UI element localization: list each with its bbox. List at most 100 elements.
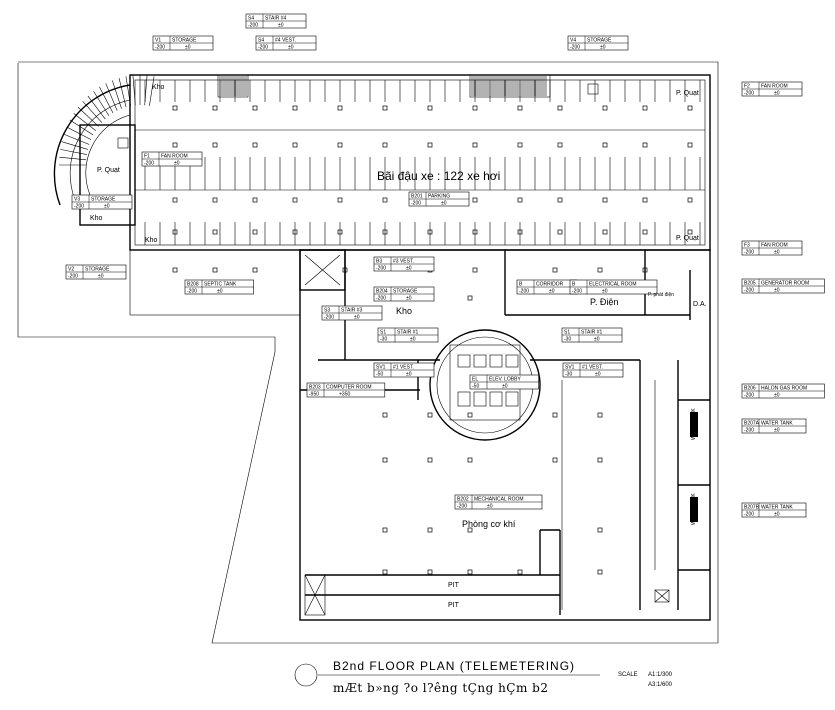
storage-label-left: Kho (90, 215, 103, 222)
tag-level-2: ±0 (217, 289, 223, 295)
tag-code: B (572, 282, 576, 288)
drawing-title: B2nd FLOOR PLAN (TELEMETERING) (333, 659, 575, 673)
tag-level-1: -200 (258, 45, 268, 51)
title-circle (294, 663, 318, 687)
tag-code: S4 (258, 38, 264, 44)
tag-level-1: -200 (144, 161, 154, 167)
tag-level-2: ±0 (406, 296, 412, 302)
tag-level-2: ±0 (774, 512, 780, 518)
tag-name: #3 VEST. (393, 259, 414, 265)
tag-code: B (519, 282, 523, 288)
tag-name: FAN ROOM (161, 154, 188, 160)
tag-level-1: -50 (472, 384, 479, 390)
tag-level-2: ±0 (354, 315, 360, 321)
fan-room-label-right-top: P. Quạt (676, 90, 699, 97)
tag-code: B207B (744, 505, 760, 511)
tag-name: WATER TANK (761, 421, 793, 427)
equipment-box (654, 589, 670, 603)
tag-name: CORRIDOR (536, 282, 564, 288)
tag-name: STORAGE (393, 289, 418, 295)
tag-level-2: ±0 (774, 288, 780, 294)
pit-hatch (304, 574, 326, 616)
tag-level-1: -30 (564, 337, 571, 343)
tag-level-1: -200 (744, 393, 754, 399)
tag-name: STAIR #4 (265, 16, 287, 22)
tag-name: STAIR #3 (341, 308, 363, 314)
tag-level-1: -200 (155, 45, 165, 51)
interior-walls (300, 250, 710, 615)
tag-name: PARKING (428, 194, 450, 200)
parking-capacity-label: Bãi đậu xe : 122 xe hơi (377, 169, 500, 183)
storage-label-top: Kho (152, 84, 165, 91)
tag-level-1: -200 (376, 266, 386, 272)
tag-level-1: -200 (187, 289, 197, 295)
room-tag: F1 FAN ROOM -200 ±0 (141, 151, 203, 167)
structural-columns (172, 105, 693, 575)
tag-name: MECHANICAL ROOM (474, 497, 524, 503)
left-wing-wall (79, 124, 136, 226)
tag-level-2: ±0 (502, 384, 508, 390)
room-tag: B3#3 VEST.-200±0 (373, 256, 435, 272)
tag-level-1: -200 (744, 288, 754, 294)
tag-name: FAN ROOM (761, 84, 788, 90)
scale-a3: A3:1/600 (648, 682, 673, 688)
tag-level-1: -200 (376, 296, 386, 302)
tag-level-2: ±0 (441, 201, 447, 207)
tag-code: B204 (376, 289, 388, 295)
tag-level-2: ±0 (410, 337, 416, 343)
tag-name: SEPTIC TANK (204, 282, 237, 288)
tag-code: S3 (324, 308, 330, 314)
scale-label: SCALE (618, 672, 638, 678)
tag-name: STAIR #1 (397, 330, 419, 336)
pit-label-1: PIT (448, 582, 460, 589)
tag-level-2: ±0 (774, 250, 780, 256)
tag-level-1: -200 (744, 512, 754, 518)
tag-level-2: ±0 (174, 161, 180, 167)
tag-level-2: ±0 (104, 204, 110, 210)
tag-name: WATER TANK (761, 505, 793, 511)
tag-code: B208 (187, 282, 199, 288)
stair-4-hatch (217, 74, 249, 98)
scale-a1: A1:1/300 (648, 672, 673, 678)
tag-level-1: -30 (565, 372, 572, 378)
storage-label-center: Kho (396, 306, 412, 316)
tag-code: F1 (144, 154, 150, 160)
water-tank-1-label: WATER TANK (691, 408, 697, 440)
mechanical-room-label: Phòng cơ khí (462, 519, 516, 529)
tag-code: SV1 (565, 365, 575, 371)
tag-name: STAIR #1 (581, 330, 603, 336)
stair-3 (299, 249, 346, 291)
tag-name: STORAGE (91, 197, 116, 203)
spiral-ramp (53, 75, 155, 206)
tag-level-1: -200 (570, 45, 580, 51)
tag-level-1: -30 (380, 337, 387, 343)
tag-code: B201 (411, 194, 423, 200)
water-tank-2-symbol (690, 497, 698, 522)
da-label: D.A. (693, 301, 707, 308)
water-tank-1-symbol (690, 412, 698, 437)
room-tag: S4#4 VEST.-200±0 (255, 35, 317, 51)
tag-level-1: -200 (572, 289, 582, 295)
tag-name: #4 VEST. (275, 38, 296, 44)
storage-label-bottom: Kho (145, 237, 158, 244)
tag-code: B203 (309, 385, 321, 391)
tag-level-1: -200 (744, 250, 754, 256)
tag-code: B202 (457, 497, 469, 503)
tag-name: GENERATOR ROOM (761, 281, 809, 287)
generator-room-label: P. phát điện (648, 292, 674, 298)
tag-code: V2 (68, 267, 74, 273)
tag-level-2: ±0 (602, 289, 608, 295)
tag-name: HALON GAS ROOM (761, 386, 807, 392)
tag-name: ELEV. LOBBY (489, 377, 521, 383)
tag-code: B206 (744, 386, 756, 392)
